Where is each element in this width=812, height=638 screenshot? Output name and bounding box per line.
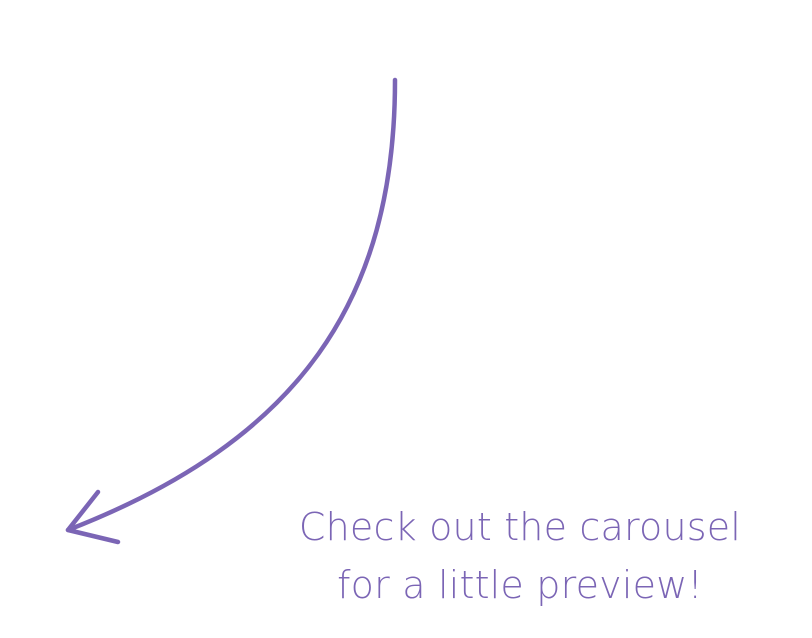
- arrow-shaft: [65, 77, 398, 533]
- caption-line-2: for a little preview!: [337, 563, 703, 607]
- caption-line-1: Check out the carousel: [298, 505, 742, 549]
- arrow-head: [65, 489, 121, 545]
- caption-text: Check out the carousel for a little prev…: [270, 498, 770, 614]
